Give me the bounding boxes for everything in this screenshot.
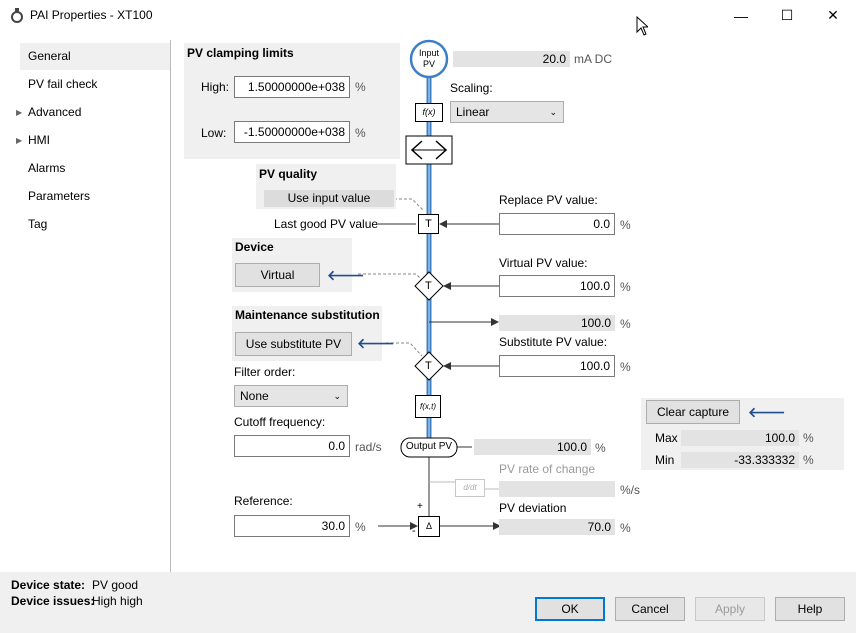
expand-arrow-icon[interactable]: ▶ [16,136,23,145]
arrow-left-icon: 🡐 [357,335,395,351]
clamping-low-label: Low: [201,126,227,140]
device-state-label: Device state: [11,578,86,592]
filter-function-box: f(x,t) [415,395,441,418]
clamping-low-unit: % [355,126,366,140]
capture-max-unit: % [803,431,814,445]
sidebar: General PV fail check ▶Advanced ▶HMI Ala… [16,40,171,572]
virtual-output-value: 100.0 [499,315,615,331]
filter-order-select[interactable]: None⌄ [234,385,348,407]
capture-min-value: -33.333332 [681,452,799,468]
rate-of-change-label: PV rate of change [499,462,596,476]
sidebar-item-advanced[interactable]: ▶Advanced [16,99,170,126]
virtual-button[interactable]: Virtual [235,263,320,287]
capture-max-label: Max [655,431,678,445]
output-pv-value: 100.0 [474,439,591,455]
reference-input[interactable]: 30.0 [234,515,350,537]
plus-sign: + [417,501,423,512]
output-pv-unit: % [595,441,606,455]
sidebar-item-alarms[interactable]: Alarms [28,161,66,175]
window-title: PAI Properties - XT100 [30,8,153,22]
substitute-pv-input[interactable]: 100.0 [499,355,615,377]
ok-button[interactable]: OK [535,597,605,621]
sidebar-item-general[interactable]: General [20,43,170,70]
device-title: Device [235,240,274,254]
device-state-value: PV good [92,578,139,592]
pv-deviation-label: PV deviation [499,501,567,515]
last-good-pv-label: Last good PV value [274,217,379,231]
clamping-low-input[interactable]: -1.50000000e+038 [234,121,350,143]
arrow-left-icon: 🡐 [327,267,365,283]
mouse-cursor-icon [636,16,648,36]
sidebar-item-pv-fail-check[interactable]: PV fail check [28,77,98,91]
arrow-left-icon: 🡐 [748,404,786,420]
minimize-button[interactable]: — [734,7,748,24]
capture-min-unit: % [803,453,814,467]
pv-deviation-unit: % [620,521,631,535]
replace-pv-label: Replace PV value: [499,193,598,207]
capture-min-label: Min [655,453,675,467]
rate-of-change-unit: %/s [620,483,641,497]
minus-sign: - [412,525,416,537]
apply-button[interactable]: Apply [695,597,765,621]
output-pv-node: Output PV [405,441,453,452]
virtual-pv-input[interactable]: 100.0 [499,275,615,297]
substitute-pv-label: Substitute PV value: [499,335,608,349]
clamping-title: PV clamping limits [187,46,294,60]
cancel-button[interactable]: Cancel [615,597,685,621]
cutoff-frequency-unit: rad/s [355,440,382,454]
clamping-high-input[interactable]: 1.50000000e+038 [234,76,350,98]
close-button[interactable]: ✕ [827,7,839,23]
replace-pv-unit: % [620,218,631,232]
title-bar: PAI Properties - XT100 — ☐ ✕ [0,0,856,36]
cutoff-frequency-label: Cutoff frequency: [234,415,326,429]
virtual-pv-unit: % [620,280,631,294]
clear-capture-button[interactable]: Clear capture [646,400,740,424]
replace-pv-input[interactable]: 0.0 [499,213,615,235]
reference-label: Reference: [234,494,293,508]
capture-max-value: 100.0 [681,430,799,446]
scaling-select[interactable]: Linear⌄ [450,101,564,123]
sidebar-item-parameters[interactable]: Parameters [28,189,91,203]
help-button[interactable]: Help [775,597,845,621]
scaling-label: Scaling: [450,81,493,95]
pv-deviation-value: 70.0 [499,519,615,535]
clamping-high-unit: % [355,80,366,94]
use-substitute-pv-button[interactable]: Use substitute PV [235,332,352,356]
app-icon [10,8,24,23]
input-pv-node: Input PV [418,48,440,69]
maintenance-title: Maintenance substitution [235,308,380,322]
sidebar-item-hmi[interactable]: ▶HMI [16,127,170,154]
expand-arrow-icon[interactable]: ▶ [16,108,23,117]
device-issues-value: High high [92,594,143,608]
reference-unit: % [355,520,366,534]
pv-quality-title: PV quality [259,167,318,181]
virtual-pv-label: Virtual PV value: [499,256,588,270]
chevron-down-icon: ⌄ [549,107,557,117]
rate-of-change-value [499,481,615,497]
virtual-t-switch: T [425,280,432,292]
derivative-box: d/dt [455,479,485,497]
filter-order-label: Filter order: [234,365,296,379]
flow-diagram [358,39,501,530]
chevron-down-icon: ⌄ [333,391,341,401]
cutoff-frequency-input[interactable]: 0.0 [234,435,350,457]
substitute-t-switch: T [425,360,432,372]
scaling-function-box: f(x) [415,103,443,122]
virtual-output-unit: % [620,317,631,331]
clamping-high-label: High: [201,80,230,94]
input-pv-value: 20.0 [453,51,570,67]
delta-box: Δ [418,516,440,537]
quality-t-switch: T [418,214,439,234]
device-issues-label: Device issues: [11,594,95,608]
substitute-pv-unit: % [620,360,631,374]
footer: Device state: PV good Device issues: Hig… [0,572,856,633]
sidebar-item-tag[interactable]: Tag [28,217,48,231]
pv-quality-mode: Use input value [264,190,394,207]
input-pv-unit: mA DC [574,52,613,66]
maximize-button[interactable]: ☐ [780,7,794,23]
